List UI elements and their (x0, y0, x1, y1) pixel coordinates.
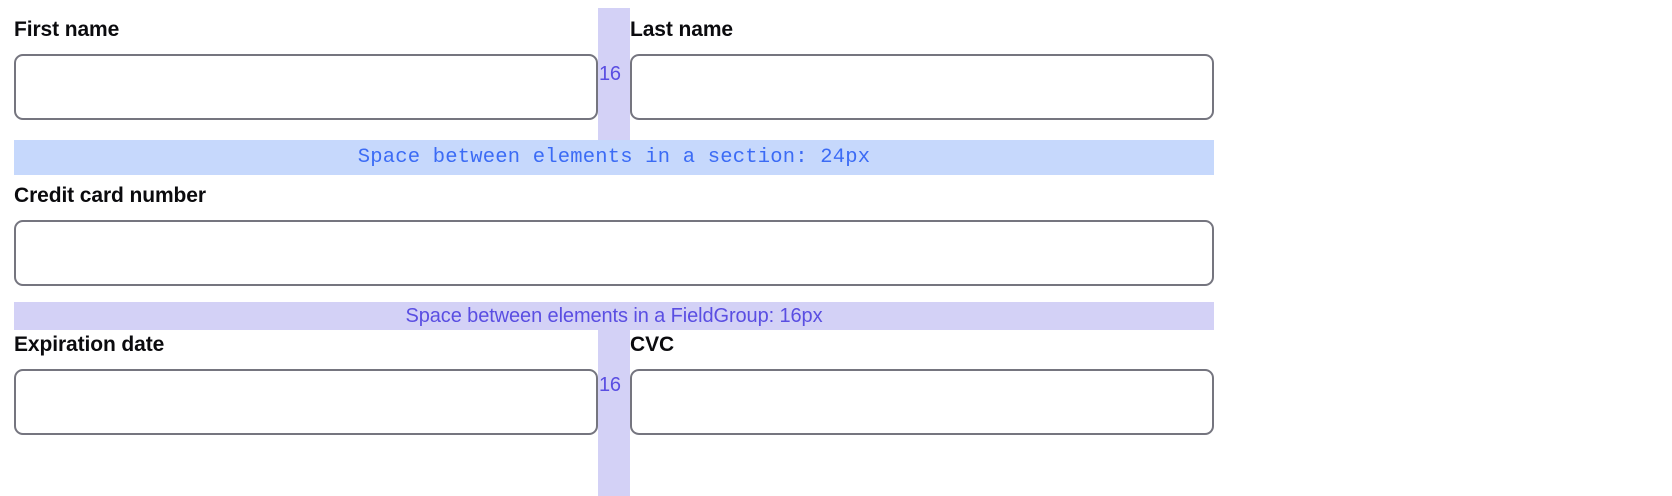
cvc-input[interactable] (630, 369, 1214, 435)
last-name-input[interactable] (630, 54, 1214, 120)
field-label-cvc: CVC (630, 333, 675, 356)
fieldgroup-spacing-annotation-text: Space between elements in a FieldGroup: … (405, 305, 823, 327)
column-gap-label-name-row: 16 (599, 63, 621, 85)
field-label-last-name: Last name (630, 18, 733, 41)
field-cvc: CVC (630, 333, 1214, 435)
field-label-first-name: First name (14, 18, 120, 41)
fieldgroup-spacing-annotation-band: Space between elements in a FieldGroup: … (14, 302, 1214, 330)
column-gap-annotation-expiry-row: 16 (598, 330, 630, 496)
column-gap-label-expiry-row: 16 (599, 374, 621, 396)
column-gap-annotation-name-row: 16 (598, 8, 630, 140)
first-name-input[interactable] (14, 54, 598, 120)
field-credit-card-number: Credit card number (14, 184, 1214, 286)
section-spacing-annotation-band: Space between elements in a section: 24p… (14, 140, 1214, 175)
field-first-name: First name (14, 18, 598, 120)
field-label-credit-card-number: Credit card number (14, 184, 206, 207)
field-label-expiration-date: Expiration date (14, 333, 165, 356)
credit-card-number-input[interactable] (14, 220, 1214, 286)
field-last-name: Last name (630, 18, 1214, 120)
field-expiration-date: Expiration date (14, 333, 598, 435)
expiration-date-input[interactable] (14, 369, 598, 435)
section-spacing-annotation-text: Space between elements in a section: 24p… (357, 145, 871, 169)
